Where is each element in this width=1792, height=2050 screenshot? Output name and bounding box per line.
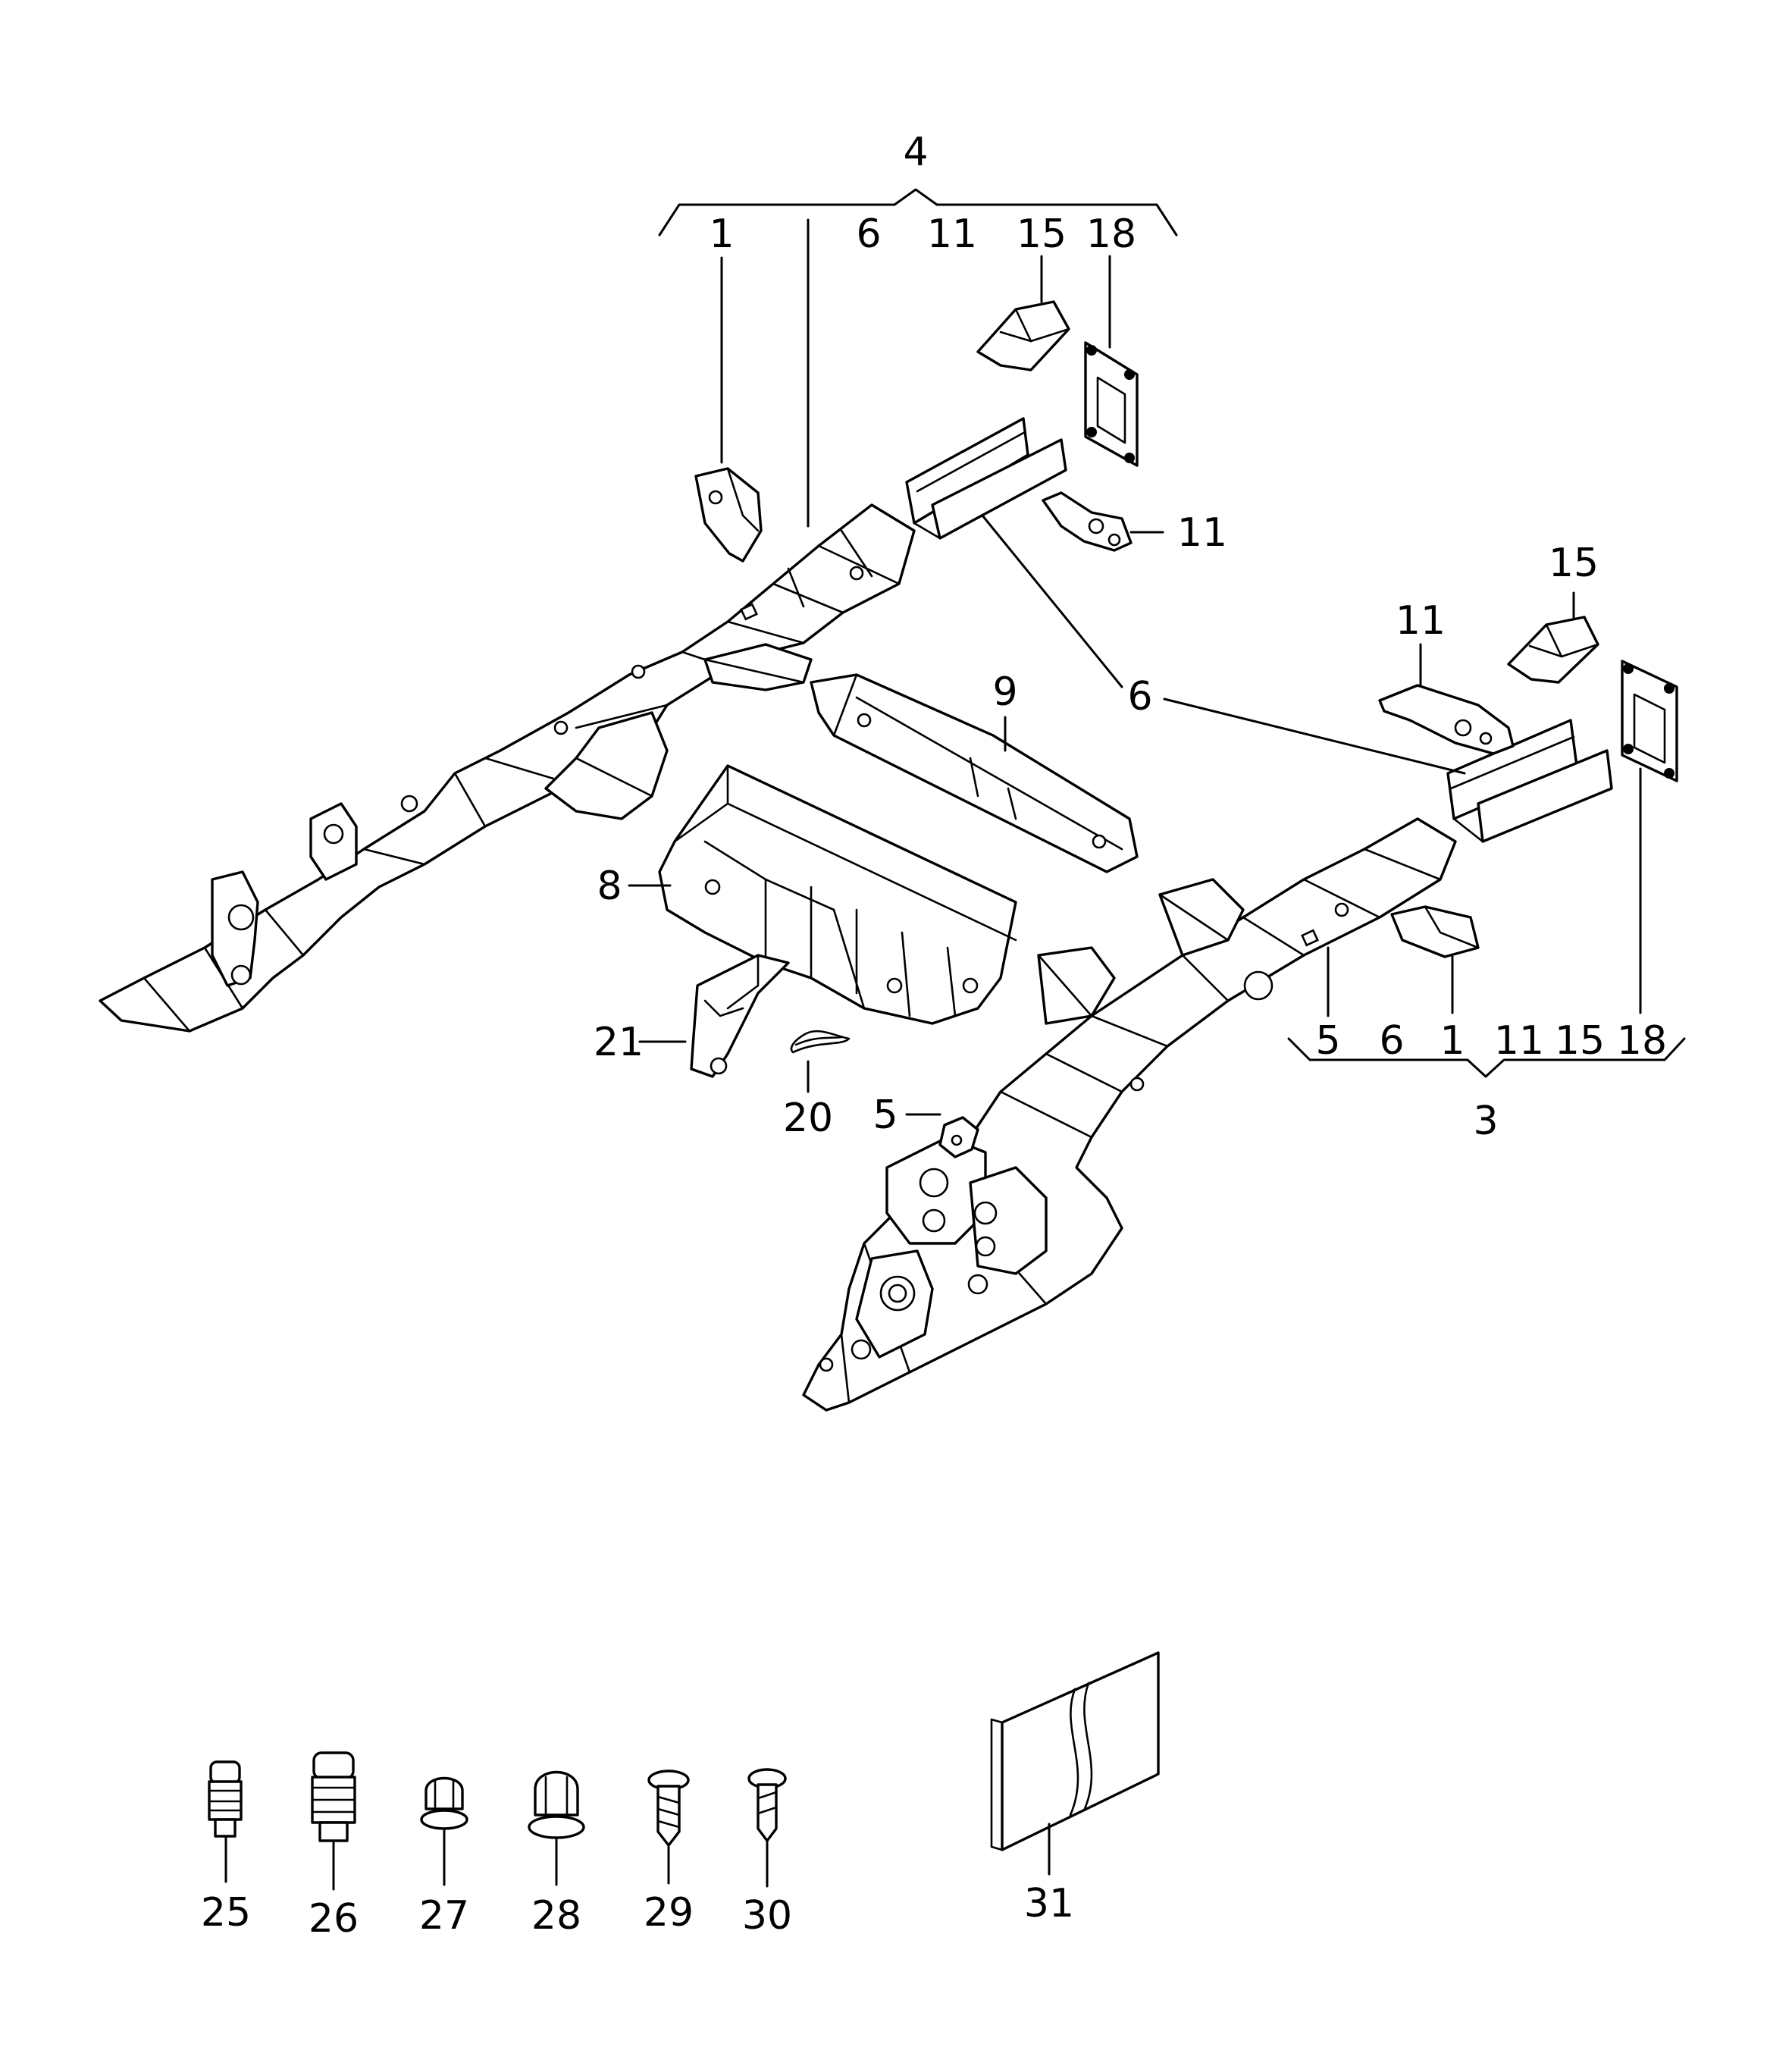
callout-1-bottom: 1 xyxy=(1440,1018,1465,1064)
callout-20: 20 xyxy=(783,1096,833,1141)
callout-8: 8 xyxy=(597,864,622,909)
bracket-11-top[interactable] xyxy=(1042,491,1133,552)
callout-15-top: 15 xyxy=(1017,212,1067,257)
callout-25: 25 xyxy=(201,1890,251,1936)
callout-11-top: 11 xyxy=(927,212,977,257)
callout-30: 30 xyxy=(742,1893,792,1939)
floor-cross-member[interactable] xyxy=(658,764,1017,1025)
callout-28: 28 xyxy=(531,1893,581,1939)
callout-11-bottom: 11 xyxy=(1494,1018,1544,1064)
clip-20[interactable] xyxy=(790,1030,851,1054)
callout-6-top: 6 xyxy=(856,212,881,257)
callout-18-bottom: 18 xyxy=(1617,1018,1667,1064)
callout-6-center: 6 xyxy=(1127,674,1152,719)
callout-5-bottom: 5 xyxy=(1315,1018,1340,1064)
right-extension-rail[interactable] xyxy=(1446,719,1613,843)
callout-21: 21 xyxy=(594,1020,644,1065)
screw-29[interactable] xyxy=(647,1769,690,1847)
leader-lines xyxy=(224,188,1686,1891)
cap-nut-28[interactable] xyxy=(528,1770,585,1839)
mount-21[interactable] xyxy=(690,954,790,1078)
callout-11-bracket: 11 xyxy=(1177,510,1227,556)
cross-member[interactable] xyxy=(810,673,1139,873)
bracket-11-right[interactable] xyxy=(1378,684,1515,755)
cap-nut-27[interactable] xyxy=(420,1776,468,1830)
callout-18-top: 18 xyxy=(1086,212,1136,257)
stud-bolt-25[interactable] xyxy=(208,1760,243,1838)
callout-6-bottom: 6 xyxy=(1379,1018,1404,1064)
left-extension-rail[interactable] xyxy=(905,417,1067,540)
callout-29: 29 xyxy=(644,1890,694,1936)
bracket-1[interactable] xyxy=(694,467,763,563)
callout-labels: 4 1 6 11 15 18 11 15 11 6 9 8 21 20 5 5 … xyxy=(201,130,1667,1942)
callout-3: 3 xyxy=(1473,1099,1498,1144)
panel-31[interactable] xyxy=(990,1651,1160,1851)
mount-plate-18-right[interactable] xyxy=(1621,660,1678,782)
right-frame-member[interactable] xyxy=(802,817,1457,1412)
callout-15-bottom: 15 xyxy=(1555,1018,1605,1064)
callout-9: 9 xyxy=(992,669,1017,715)
bracket-1-right[interactable] xyxy=(1390,905,1480,958)
bracket-15-right[interactable] xyxy=(1507,616,1599,684)
callout-4: 4 xyxy=(903,130,928,175)
callout-27: 27 xyxy=(419,1893,469,1939)
bracket-5[interactable] xyxy=(938,1116,979,1158)
callout-15-right: 15 xyxy=(1549,541,1599,586)
stud-bolt-26[interactable] xyxy=(311,1751,356,1842)
bracket-15-top[interactable] xyxy=(976,300,1070,371)
callout-5: 5 xyxy=(873,1092,898,1138)
screw-30[interactable] xyxy=(747,1768,787,1842)
callout-26: 26 xyxy=(309,1896,359,1942)
callout-11-right: 11 xyxy=(1396,598,1446,644)
left-frame-member[interactable] xyxy=(99,503,916,1033)
callout-1-top: 1 xyxy=(709,212,734,257)
callout-31: 31 xyxy=(1024,1881,1074,1926)
mount-plate-18-top[interactable] xyxy=(1084,341,1139,467)
